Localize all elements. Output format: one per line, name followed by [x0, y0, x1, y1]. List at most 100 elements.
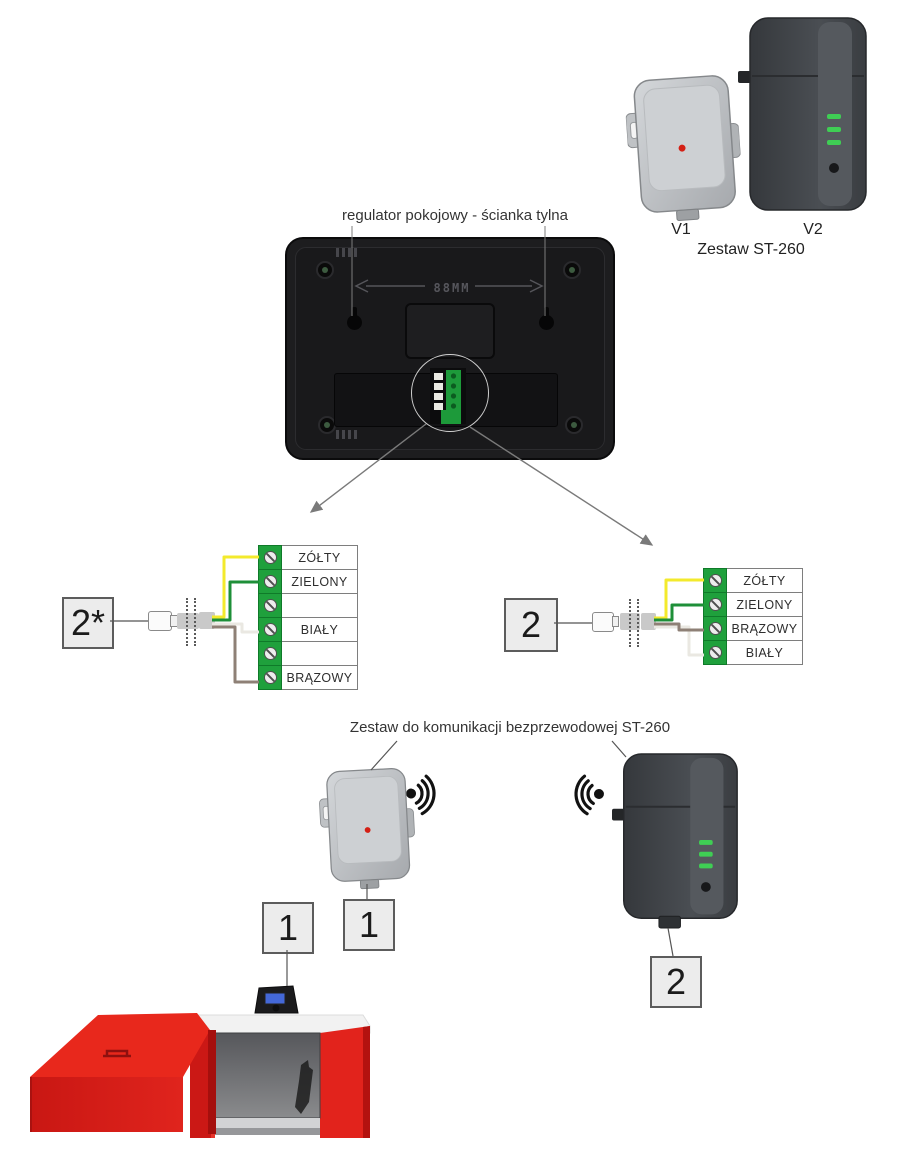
cable-plug-icon [592, 612, 614, 632]
terminal-row: BRĄZOWY [258, 665, 358, 690]
wire-label [282, 641, 358, 666]
button-hole-icon [700, 882, 711, 892]
screw-terminal-icon [263, 647, 277, 660]
green-led-icon [827, 127, 841, 132]
terminal-screw-cell [703, 568, 727, 593]
panel-terminal-module [430, 368, 466, 424]
wire-yellow [654, 578, 704, 620]
regulator-back-panel: 88MM [285, 237, 615, 460]
wire-white [212, 622, 259, 634]
cable-plug-icon [148, 611, 172, 631]
keyhole-mount-icon [539, 307, 554, 330]
wireless-kit-caption: Zestaw do komunikacji bezprzewodowej ST-… [349, 719, 671, 736]
dip-switch-icon [434, 373, 443, 380]
cable-bundle [641, 613, 656, 630]
red-led-icon [678, 144, 686, 152]
device-face [334, 775, 402, 864]
terminal-row: BIAŁY [258, 617, 358, 642]
terminal-row: ZIELONY [703, 592, 803, 617]
cable-break-dots [186, 598, 188, 646]
v1-label: V1 [671, 221, 691, 238]
green-led-icon [699, 840, 713, 845]
terminal-screw-cell [258, 617, 282, 642]
cable-sleeve [177, 613, 199, 629]
hopper-lid [30, 1013, 210, 1077]
wire-label: ZIELONY [282, 569, 358, 594]
boiler-illustration [25, 982, 375, 1147]
panel-recess [405, 303, 495, 359]
mounting-distance-label: 88MM [433, 281, 471, 295]
kit-name-label: Zestaw ST-260 [697, 241, 805, 258]
green-led-icon [827, 114, 841, 119]
keyhole-mount-icon [347, 307, 362, 330]
hopper-handle-icon [103, 1049, 131, 1058]
terminal-row [258, 593, 358, 618]
wireless-signal-icon [401, 771, 449, 819]
screw-terminal-icon [708, 622, 722, 635]
receiver-device-v2 [738, 14, 873, 214]
receiver-device [612, 750, 744, 932]
cable-break-dots [637, 599, 639, 647]
green-led-icon [699, 851, 713, 857]
wire-label: ZÓŁTY [282, 545, 358, 570]
callout-box-transmitter-1: 1 [343, 899, 395, 951]
green-led-icon [827, 140, 841, 145]
screw-icon [565, 416, 583, 434]
wire-green [212, 580, 259, 622]
wire-label: BIAŁY [282, 617, 358, 642]
vent-slots [336, 430, 357, 439]
transmitter-device-v1 [623, 68, 745, 225]
wires-right [654, 578, 704, 657]
device-face [643, 84, 726, 192]
wire-label: BRĄZOWY [282, 665, 358, 690]
wire-label: BRĄZOWY [727, 616, 803, 641]
controller-knob [272, 1004, 280, 1012]
callout-box-boiler-1: 1 [262, 902, 314, 954]
dip-switch-icon [434, 403, 443, 410]
wire-white [654, 625, 704, 657]
dip-switch-icon [434, 393, 443, 400]
v2-label: V2 [803, 221, 823, 238]
terminal-highlight-circle [411, 354, 489, 432]
wire-yellow [212, 555, 259, 619]
wire-brown [212, 625, 259, 684]
connector-stub [676, 208, 700, 222]
wire-label: ZIELONY [727, 592, 803, 617]
terminal-block-right: ZÓŁTY ZIELONY BRĄZOWY BIAŁY [703, 568, 803, 665]
callout-box-2-star: 2* [62, 597, 114, 649]
terminal-row: ZIELONY [258, 569, 358, 594]
receiver-device-illustration [738, 17, 867, 211]
connector-stub [359, 879, 380, 890]
terminal-row: ZÓŁTY [258, 545, 358, 570]
wireless-signal-icon [562, 772, 609, 819]
screw-terminal-icon [263, 575, 277, 588]
terminal-screw-cell [703, 592, 727, 617]
screw-terminal-icon [263, 671, 277, 684]
transmitter-device [312, 762, 423, 892]
terminal-row: ZÓŁTY [703, 568, 803, 593]
boiler-right-pillar [320, 1026, 370, 1138]
wire-label: BIAŁY [727, 640, 803, 665]
terminal-screw-cell [703, 640, 727, 665]
controller-screen [264, 992, 286, 1005]
hopper-front [32, 1077, 183, 1132]
flame-smudge [295, 1060, 313, 1114]
screw-icon [316, 261, 334, 279]
screw-terminal-icon [263, 623, 277, 636]
screw-icon [563, 261, 581, 279]
terminal-row: BRĄZOWY [703, 616, 803, 641]
vent-slots [336, 248, 357, 257]
regulator-caption: regulator pokojowy - ścianka tylna [342, 207, 568, 224]
receiver-device-illustration [612, 753, 738, 929]
terminal-row [258, 641, 358, 666]
screw-terminal-icon [263, 551, 277, 564]
red-led-icon [364, 827, 371, 833]
terminal-screw-cell [258, 593, 282, 618]
green-led-icon [699, 863, 713, 869]
terminal-screw-cell [258, 665, 282, 690]
terminal-screw-cell [258, 569, 282, 594]
terminal-screw-cell [258, 545, 282, 570]
transmitter-device-illustration [319, 768, 415, 890]
cable-plug-tip [612, 616, 619, 627]
